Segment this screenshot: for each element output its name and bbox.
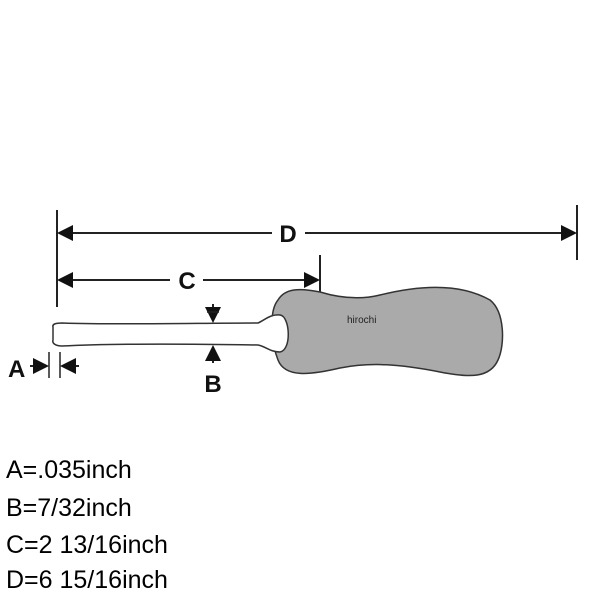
screwdriver-handle (271, 286, 504, 377)
watermark-text: hirochi (347, 315, 376, 326)
d-label: D (279, 221, 296, 248)
spec-b: B=7/32inch (6, 494, 132, 522)
c-label: C (178, 268, 195, 295)
screwdriver-shaft (52, 314, 289, 353)
spec-a: A=.035inch (6, 456, 132, 484)
spec-d: D=6 15/16inch (6, 566, 168, 594)
spec-c: C=2 13/16inch (6, 531, 168, 559)
a-label: A (8, 356, 25, 383)
b-label: B (204, 371, 221, 398)
